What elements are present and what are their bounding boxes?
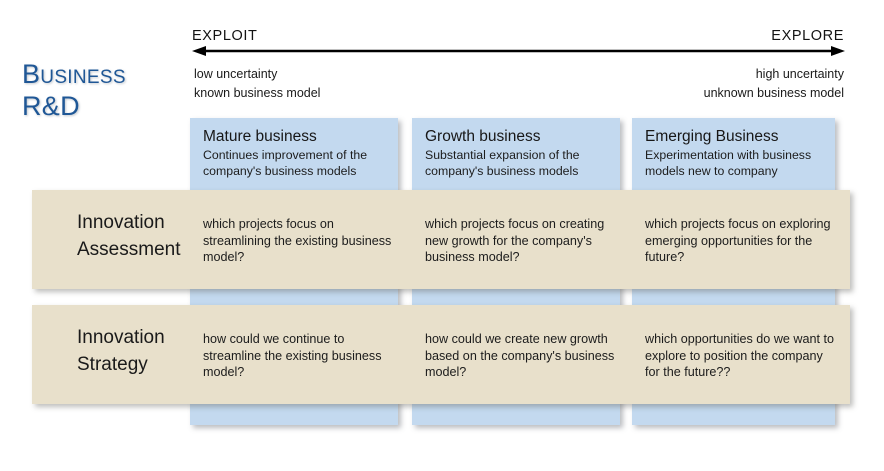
row-innovation-assessment[interactable]: Innovation Assessment which projects foc… (32, 190, 850, 289)
axis-label-exploit: EXPLOIT (192, 28, 258, 44)
column-header: Growth business Substantial expansion of… (412, 118, 620, 179)
row-innovation-strategy[interactable]: Innovation Strategy how could we continu… (32, 305, 850, 404)
double-arrow-icon (192, 44, 845, 56)
row-label: Innovation Strategy (77, 327, 165, 375)
cell-strategy-growth: how could we create new growth based on … (425, 332, 615, 379)
column-description: Substantial expansion of the company's b… (425, 148, 580, 178)
column-header: Mature business Continues improvement of… (190, 118, 398, 179)
row-label: Innovation Assessment (77, 212, 181, 260)
column-title: Emerging Business (645, 128, 779, 145)
cell-assessment-emerging: which projects focus on exploring emergi… (645, 217, 831, 264)
column-header: Emerging Business Experimentation with b… (632, 118, 835, 179)
column-description: Continues improvement of the company's b… (203, 148, 368, 178)
cell-strategy-emerging: which opportunities do we want to explor… (645, 332, 835, 379)
column-description: Experimentation with business models new… (645, 148, 812, 178)
page-title: Business R&D (22, 59, 126, 121)
axis-sublabel-high-uncertainty: high uncertainty unknown business model (703, 67, 844, 100)
axis-label-explore: EXPLORE (771, 28, 844, 44)
cell-assessment-mature: which projects focus on streamlining the… (203, 217, 392, 264)
column-title: Mature business (203, 128, 317, 145)
column-title: Growth business (425, 128, 541, 145)
cell-strategy-mature: how could we continue to streamline the … (203, 332, 382, 379)
axis-sublabel-low-uncertainty: low uncertainty known business model (194, 67, 321, 100)
cell-assessment-growth: which projects focus on creating new gro… (425, 217, 605, 264)
